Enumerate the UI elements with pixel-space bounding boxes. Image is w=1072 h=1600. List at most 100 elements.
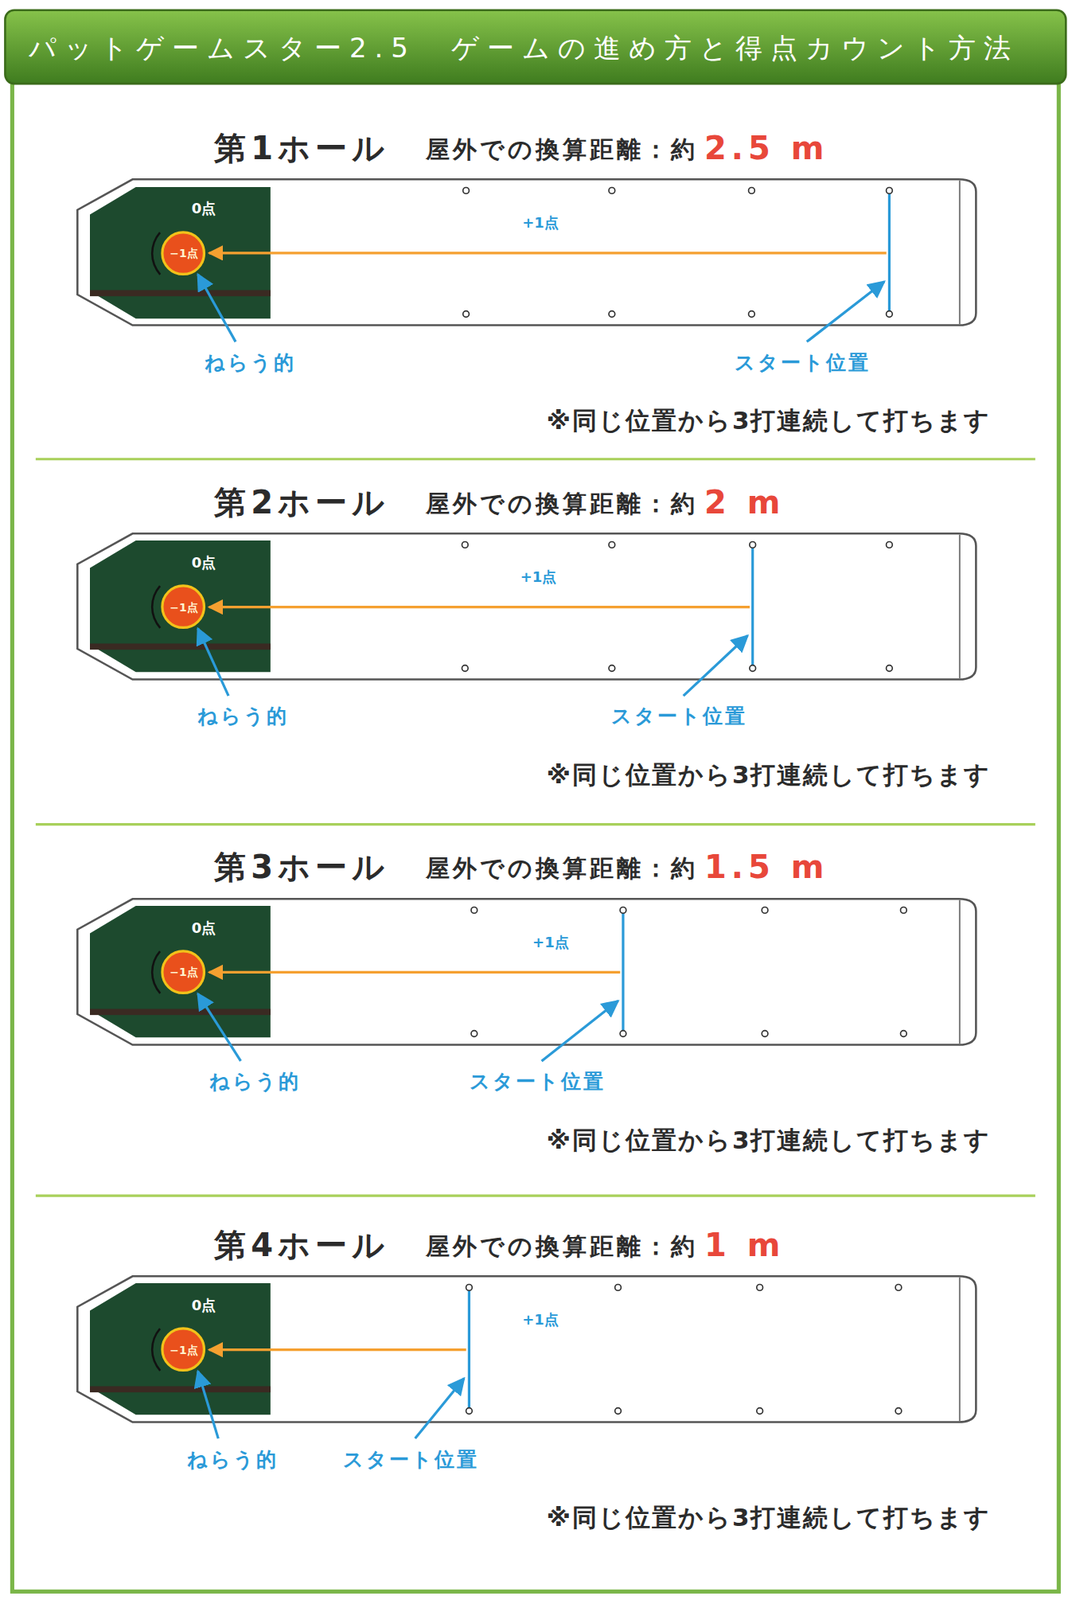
- marker-dot: [895, 1407, 902, 1415]
- marker-dot: [886, 187, 893, 195]
- target-arc: [151, 584, 161, 628]
- marker-dot: [608, 541, 616, 549]
- marker-dot: [619, 906, 627, 913]
- distance-caption: 屋外での換算距離：約: [425, 1232, 698, 1261]
- score-zero: 0点: [191, 200, 217, 218]
- marker-dot: [886, 311, 893, 318]
- score-zero: 0点: [191, 919, 217, 937]
- distance-value: 1.5 m: [704, 848, 829, 885]
- start-label: スタート位置: [343, 1448, 480, 1472]
- putting-mat: +1点 0点−1点: [76, 1274, 978, 1423]
- hole-heading: 第4ホール: [214, 1226, 390, 1264]
- distance-caption: 屋外での換算距離：約: [425, 490, 698, 519]
- marker-dot: [749, 541, 757, 549]
- target-disc: [162, 585, 205, 628]
- score-plus: +1点: [520, 569, 558, 586]
- marker-dot: [895, 1284, 902, 1291]
- marker-dot: [463, 187, 470, 195]
- green-area: [89, 540, 271, 672]
- marker-dot: [462, 541, 469, 549]
- marker-dot: [471, 1029, 478, 1037]
- green-zone: 0点 −1点: [89, 187, 271, 319]
- start-line: [888, 191, 891, 315]
- hole-heading: 第1ホール: [214, 129, 390, 167]
- marker-dot: [615, 1407, 622, 1415]
- marker-dot: [608, 311, 616, 318]
- note-text: ※同じ位置から3打連続して打ちます: [546, 1503, 992, 1532]
- target-circle: −1点: [160, 584, 206, 629]
- marker-dot: [761, 906, 768, 913]
- marker-dot: [748, 187, 756, 195]
- target-disc: [162, 951, 205, 994]
- marker-dot: [900, 1029, 908, 1037]
- start-line: [467, 1286, 471, 1411]
- divider: [35, 457, 1036, 460]
- target-label: ねらう的: [204, 351, 297, 375]
- start-label: スタート位置: [611, 705, 748, 729]
- divider: [35, 822, 1036, 826]
- green-stripe: [89, 289, 271, 297]
- green-zone: 0点−1点: [89, 1282, 271, 1415]
- marker-dot: [749, 665, 757, 672]
- divider: [35, 1193, 1036, 1197]
- score-minus: −1点: [169, 965, 198, 979]
- green-stripe: [89, 643, 271, 651]
- marker-dot: [471, 906, 478, 913]
- start-label: スタート位置: [469, 1070, 606, 1094]
- target-circle: −1点: [160, 949, 206, 995]
- putting-mat: +1点 0点 −1点: [76, 178, 978, 327]
- marker-dot: [466, 1284, 473, 1291]
- marker-dot: [761, 1029, 768, 1037]
- start-line: [751, 544, 754, 668]
- marker-dot: [463, 311, 470, 318]
- green-area: [89, 187, 271, 319]
- marker-dot: [466, 1407, 473, 1415]
- score-plus: +1点: [522, 1311, 559, 1329]
- green-zone: 0点 −1点: [89, 540, 271, 672]
- mat-end-cap: [958, 180, 961, 325]
- mat-outline: [77, 533, 976, 679]
- green-area: [89, 905, 271, 1037]
- score-minus: −1点: [169, 1343, 198, 1357]
- frame-border: [11, 81, 1059, 1592]
- note-text: ※同じ位置から3打連続して打ちます: [546, 760, 992, 790]
- marker-dot: [900, 906, 908, 913]
- marker-dot: [615, 1284, 622, 1291]
- target-label: ねらう的: [197, 705, 289, 729]
- mat-outline: [77, 898, 976, 1045]
- score-minus: −1点: [169, 600, 198, 614]
- target-label: ねらう的: [209, 1070, 301, 1094]
- score-zero: 0点: [191, 554, 217, 572]
- distance-value: 1 m: [704, 1226, 785, 1264]
- marker-dot: [886, 541, 893, 549]
- green-area: [89, 1282, 271, 1415]
- marker-dot: [619, 1029, 627, 1037]
- title-text: パットゲームスター2.5 ゲームの進め方と得点カウント方法: [28, 32, 1019, 64]
- distance-caption: 屋外での換算距離：約: [425, 854, 698, 883]
- marker-dot: [462, 665, 469, 672]
- marker-dot: [748, 311, 756, 318]
- target-arc: [151, 950, 161, 994]
- target-circle: −1点: [160, 230, 206, 276]
- start-line: [621, 909, 624, 1034]
- marker-dot: [756, 1284, 764, 1291]
- distance-caption: 屋外での換算距離：約: [425, 136, 698, 164]
- mat-end-cap: [958, 1277, 961, 1422]
- hole-heading: 第2ホール: [214, 483, 390, 521]
- green-zone: 0点 −1点: [89, 905, 271, 1037]
- mat-end-cap: [958, 899, 961, 1044]
- title-band: [4, 10, 1066, 84]
- marker-dot: [608, 187, 616, 195]
- hole-heading: 第3ホール: [214, 848, 390, 885]
- mat-outline: [77, 1275, 976, 1422]
- target-disc: [162, 1328, 205, 1371]
- note-text: ※同じ位置から3打連続して打ちます: [546, 1126, 992, 1155]
- score-plus: +1点: [532, 934, 570, 952]
- putting-mat: +1点 0点 −1点: [76, 897, 978, 1046]
- score-minus: −1点: [169, 246, 198, 260]
- target-arc: [151, 1328, 161, 1372]
- target-disc: [162, 232, 205, 275]
- score-plus: +1点: [522, 214, 559, 232]
- target-circle: −1点: [160, 1326, 206, 1372]
